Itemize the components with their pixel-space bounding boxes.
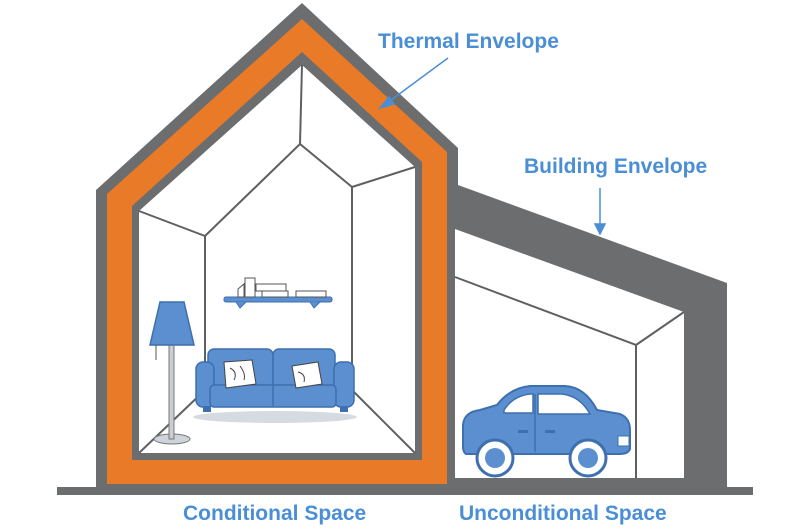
- building-envelope-label: Building Envelope: [524, 155, 708, 178]
- sofa-icon: [193, 348, 357, 423]
- ground-line: [57, 487, 753, 495]
- floor-lamp-icon: [149, 301, 195, 445]
- car-icon: [462, 385, 631, 478]
- garage-perspective-lines: [454, 276, 685, 478]
- conditional-space-label: Conditional Space: [183, 502, 367, 525]
- arrow-icon: [377, 57, 607, 236]
- thermal-envelope-label: Thermal Envelope: [378, 30, 559, 53]
- shelf-icon: [223, 277, 333, 309]
- unconditional-space-label: Unconditional Space: [459, 502, 667, 525]
